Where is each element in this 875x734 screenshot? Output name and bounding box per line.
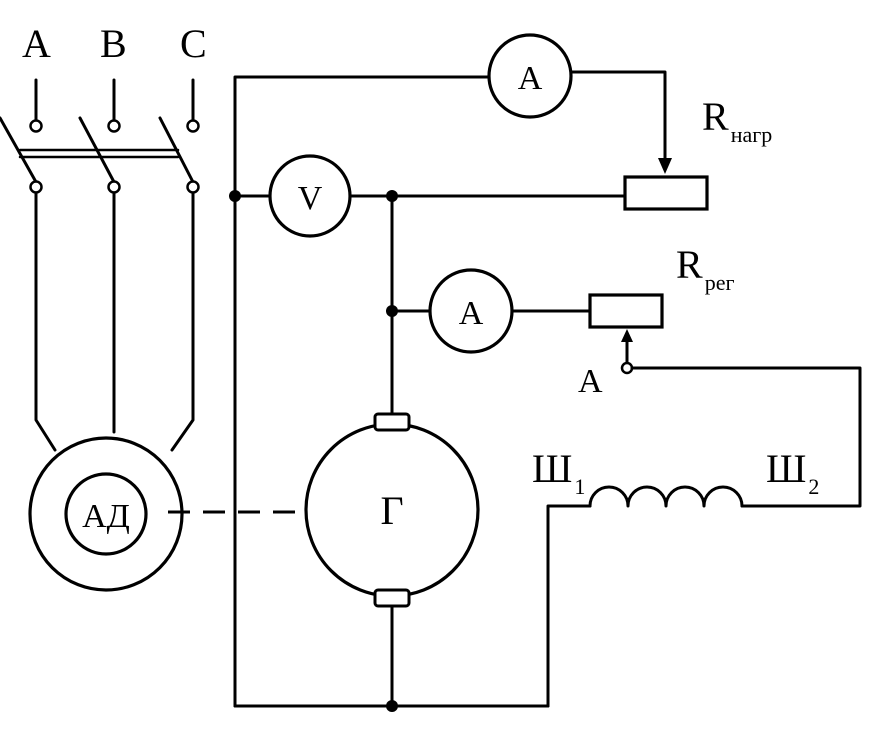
motor-label: АД — [82, 498, 130, 535]
motor-supply-wires — [34, 191, 195, 452]
terminal-top-b — [107, 119, 121, 133]
voltmeter: V — [268, 154, 352, 238]
terminal-bottom-a — [29, 180, 43, 194]
terminal-top-c — [186, 119, 200, 133]
phase-label-b: B — [100, 21, 127, 66]
ammeter-field: A — [428, 268, 514, 354]
phase-label-a: A — [22, 21, 51, 66]
tap-point-label: A — [578, 363, 603, 400]
terminal-top-a — [29, 119, 43, 133]
ammeter-load-label: A — [518, 60, 543, 97]
brush-bottom — [373, 588, 411, 608]
load-resistor-label: Rнагр — [702, 94, 772, 147]
junction-dot — [229, 190, 241, 202]
three-phase-switch — [0, 78, 200, 194]
load-rheostat — [623, 148, 709, 211]
phase-label-c: C — [180, 21, 207, 66]
armature-circuit — [233, 70, 667, 708]
junction-dot — [386, 305, 398, 317]
ammeter-load: A — [487, 33, 573, 119]
shunt-field-winding — [390, 485, 744, 708]
induction-motor: АД — [28, 436, 184, 592]
brush-top — [373, 412, 411, 432]
voltmeter-label: V — [298, 180, 323, 217]
field-rheostat — [588, 293, 862, 508]
dc-generator: Г — [304, 412, 480, 608]
junction-dot — [386, 190, 398, 202]
motor-inner-circle — [64, 472, 148, 556]
regulating-resistor-label: Rрег — [676, 242, 734, 295]
terminal-bottom-c — [186, 180, 200, 194]
field-terminal-2-label: Ш2 — [766, 446, 819, 499]
generator-label: Г — [380, 488, 403, 533]
field-terminal-1-label: Ш1 — [532, 446, 585, 499]
ammeter-field-label: A — [459, 295, 484, 332]
terminal-bottom-b — [107, 180, 121, 194]
